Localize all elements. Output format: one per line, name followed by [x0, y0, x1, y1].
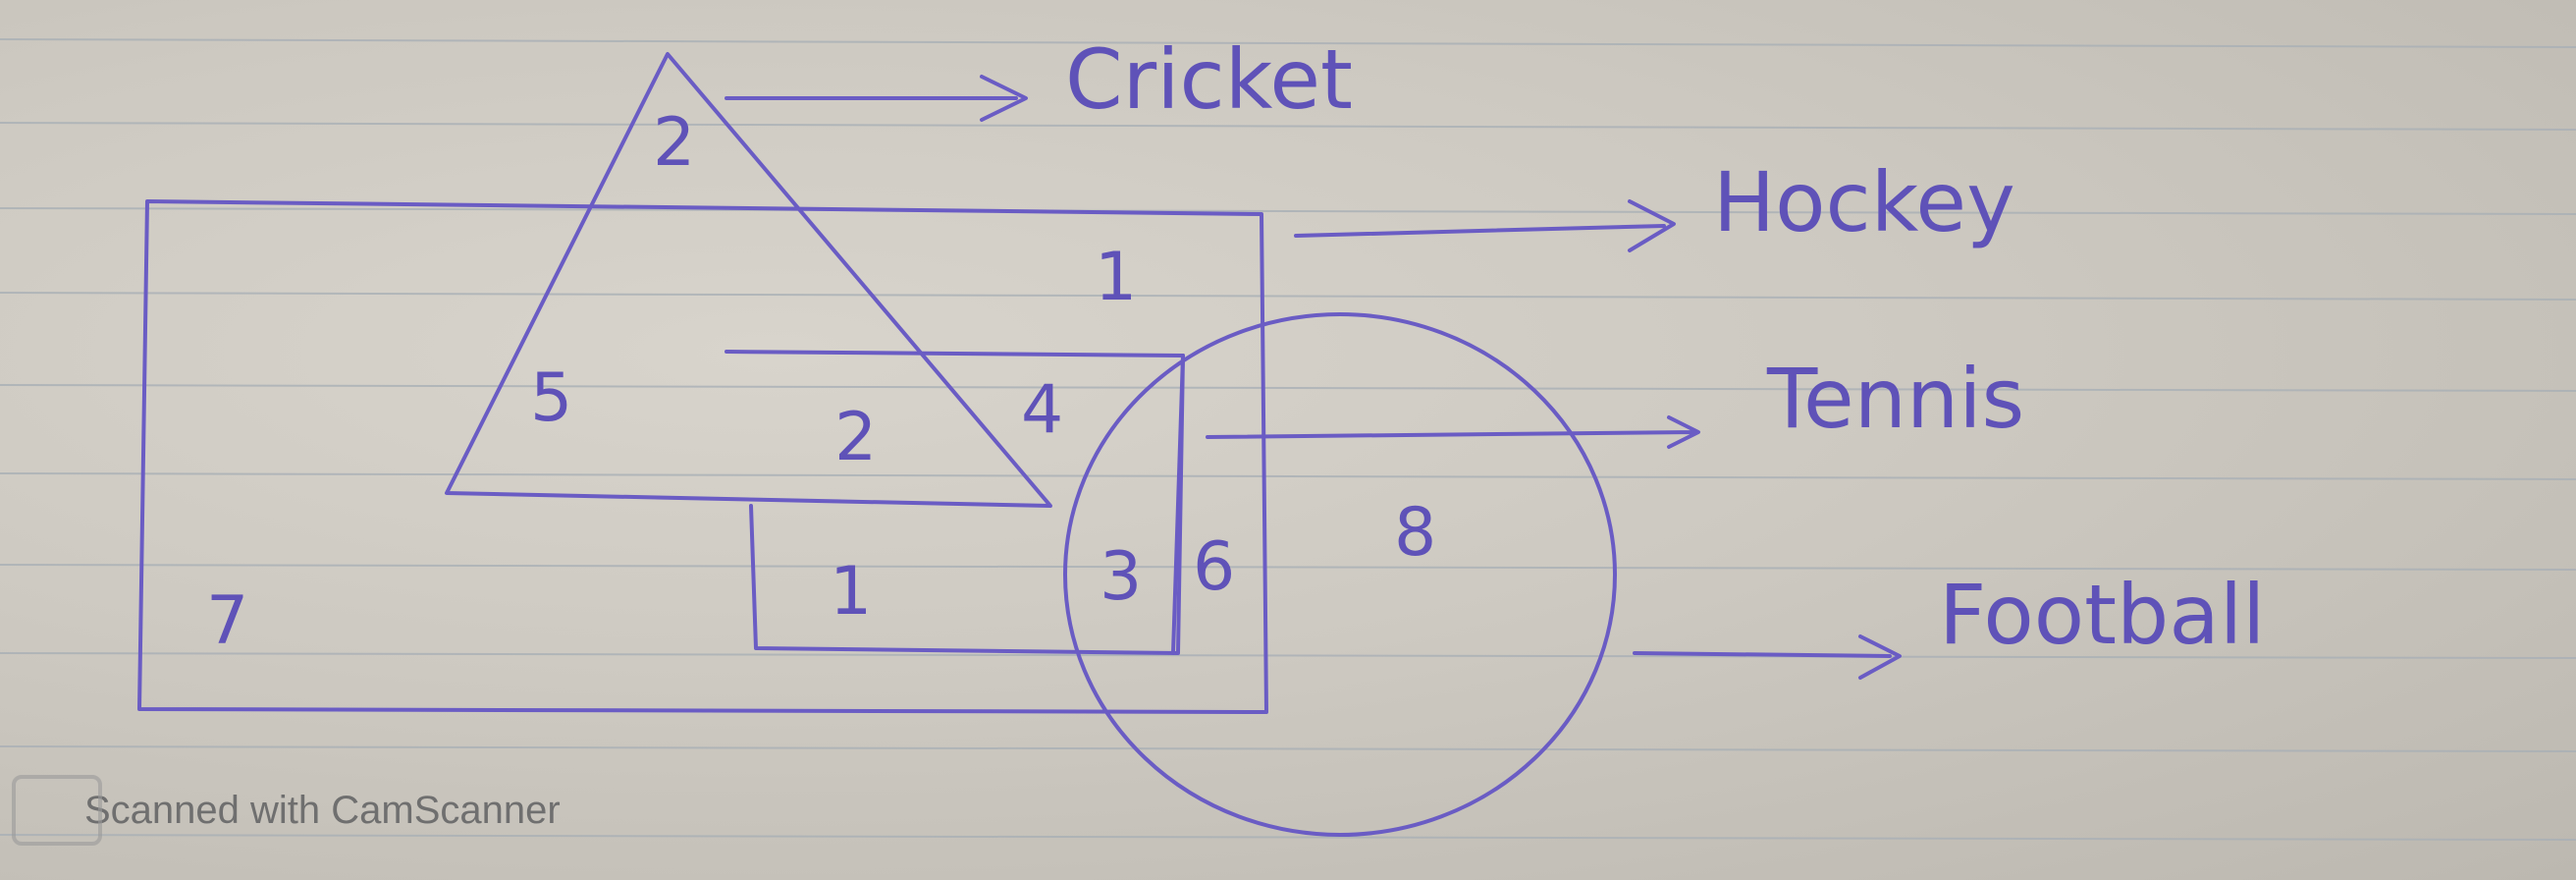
arrow-tennis: [1206, 415, 1700, 449]
tennis-rectangle: [724, 350, 1185, 655]
watermark-text: Scanned with CamScanner: [84, 788, 561, 832]
label-tennis: Tennis: [1766, 351, 2024, 447]
label-cricket: Cricket: [1065, 31, 1353, 128]
football-circle: [1063, 312, 1617, 837]
ruled-lines: [0, 38, 2576, 841]
region-cricket-only: 2: [653, 104, 695, 182]
region-cricket-hockey: 5: [530, 359, 572, 437]
arrow-hockey: [1294, 199, 1676, 252]
camscanner-watermark: Scanned with CamScanner: [12, 766, 561, 854]
hockey-rectangle: [137, 199, 1268, 714]
label-football: Football: [1939, 567, 2266, 663]
region-tennis-football: 6: [1193, 528, 1235, 606]
region-cricket-hockey-tennis: 2: [834, 399, 877, 476]
region-hockey-tennis: 1: [830, 553, 872, 631]
region-outside: 7: [206, 582, 248, 660]
label-arrows: [724, 75, 1902, 680]
tennis-divider: [1171, 354, 1185, 655]
arrow-cricket: [724, 75, 1028, 122]
camscanner-logo-icon: [12, 775, 102, 846]
region-hockey-tennis-right: 4: [1021, 371, 1063, 449]
region-hockey-only: 1: [1095, 239, 1137, 316]
arrow-football: [1633, 634, 1902, 680]
region-tennis-hockey-football: 3: [1100, 538, 1142, 616]
region-football-only: 8: [1394, 494, 1436, 572]
label-hockey: Hockey: [1713, 154, 2015, 250]
cricket-triangle: [445, 52, 1052, 508]
